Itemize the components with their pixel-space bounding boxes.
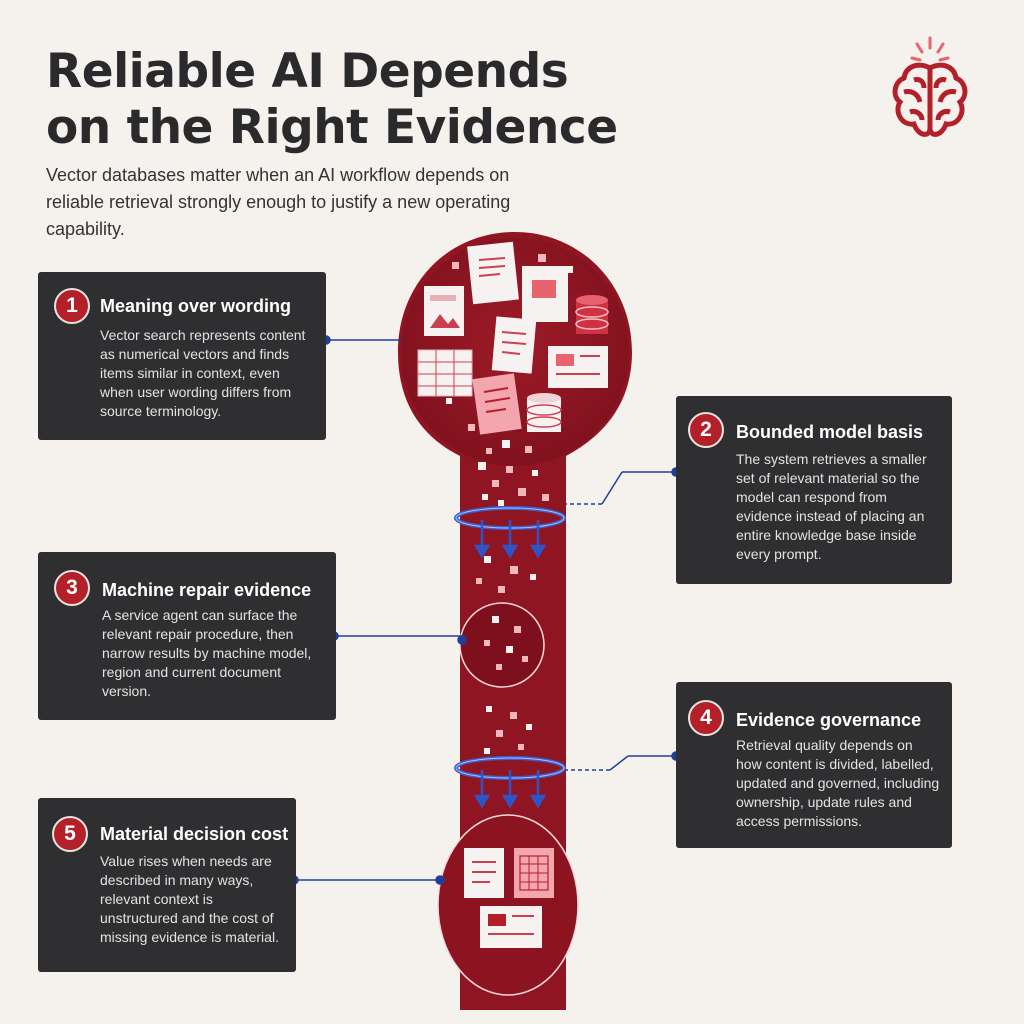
card-number-badge: 5 <box>52 816 88 852</box>
card-body: Value rises when needs are described in … <box>100 853 279 945</box>
image-card-icon <box>480 906 542 948</box>
filter-ring-2 <box>454 756 566 780</box>
card-bounded-model-basis: 2 Bounded model basis The system retriev… <box>676 396 952 584</box>
card-evidence-governance: 4 Evidence governance Retrieval quality … <box>676 682 952 848</box>
card-body: A service agent can surface the relevant… <box>102 607 312 699</box>
card-title: Evidence governance <box>736 710 922 730</box>
down-arrow-icon <box>473 770 547 809</box>
card-title: Material decision cost <box>100 824 289 844</box>
funnel-body <box>398 232 632 1010</box>
document-icon <box>522 266 568 322</box>
database-icon <box>526 393 562 432</box>
card-number-badge: 3 <box>54 570 90 606</box>
page-subtitle: Vector databases matter when an AI workf… <box>46 165 511 239</box>
image-document-icon <box>424 286 464 336</box>
down-arrow-icon <box>473 520 547 559</box>
title-line-2: on the Right Evidence <box>46 100 618 155</box>
data-particles <box>446 254 573 754</box>
image-card-icon <box>548 346 608 388</box>
filter-ring-1 <box>454 506 566 530</box>
brain-icon <box>892 36 968 137</box>
title-line-1: Reliable AI Depends <box>46 44 569 99</box>
document-icon <box>467 241 519 305</box>
card-machine-repair-evidence: 3 Machine repair evidence A service agen… <box>38 552 336 720</box>
spreadsheet-icon <box>514 848 554 898</box>
card-body: Retrieval quality depends on how content… <box>736 737 940 829</box>
card-body: The system retrieves a smaller set of re… <box>736 451 927 562</box>
card-material-decision-cost: 5 Material decision cost Value rises whe… <box>38 798 296 972</box>
connector-lines <box>289 335 681 885</box>
document-icon <box>464 848 504 898</box>
database-icon <box>575 295 609 334</box>
card-meaning-over-wording: 1 Meaning over wording Vector search rep… <box>38 272 326 440</box>
card-title: Meaning over wording <box>100 296 292 316</box>
page-title: Reliable AI Depends on the Right Evidenc… <box>46 44 618 156</box>
document-icon <box>472 373 522 435</box>
document-icon <box>491 316 537 374</box>
card-number-badge: 4 <box>688 700 724 736</box>
card-body: Vector search represents content as nume… <box>100 327 306 419</box>
card-title: Bounded model basis <box>736 422 924 442</box>
card-number-badge: 1 <box>54 288 90 324</box>
card-title: Machine repair evidence <box>102 580 312 600</box>
card-number-badge: 2 <box>688 412 724 448</box>
spreadsheet-icon <box>417 349 473 397</box>
